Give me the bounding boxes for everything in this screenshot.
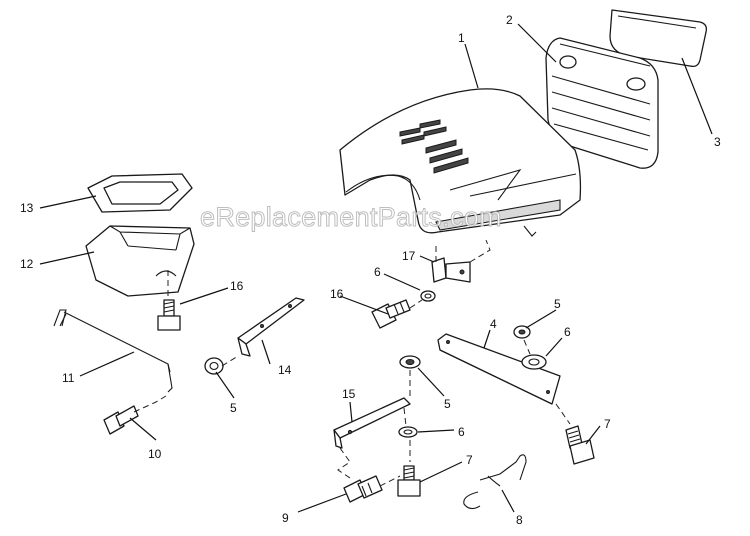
callout-5c: 5 <box>230 401 237 415</box>
part-7-bolt-right <box>565 425 595 465</box>
part-6-washer-right <box>521 354 547 370</box>
callout-4: 4 <box>490 317 497 331</box>
part-14-bracket <box>237 297 305 357</box>
callout-10: 10 <box>148 447 162 461</box>
hood-vent-slots <box>399 119 469 174</box>
part-6-washer-lower <box>398 426 418 438</box>
callout-6b: 6 <box>564 325 571 339</box>
callout-5a: 5 <box>554 297 561 311</box>
leader-lines <box>39 23 713 513</box>
watermark-text: eReplacementParts.com <box>200 202 502 232</box>
callout-1: 1 <box>458 31 465 45</box>
part-15-bracket <box>333 397 411 449</box>
part-1-hood <box>339 88 582 237</box>
callout-7b: 7 <box>466 453 473 467</box>
callout-16a: 16 <box>230 279 244 293</box>
callout-labels: 1 2 3 4 5 5 5 6 6 6 7 7 8 9 10 11 12 13 … <box>20 13 721 527</box>
part-3-lens <box>609 9 708 68</box>
part-16-bolt-left <box>157 299 181 331</box>
callout-16b: 16 <box>330 287 344 301</box>
part-7-bolt-center <box>397 465 421 497</box>
part-17-hinge-clip <box>431 257 471 283</box>
part-16-bolt-center <box>371 299 411 329</box>
part-5-nut-left <box>204 357 224 375</box>
part-4-mounting-plate <box>437 333 561 405</box>
callout-2: 2 <box>506 13 513 27</box>
callout-14: 14 <box>278 363 292 377</box>
callout-13: 13 <box>20 201 34 215</box>
part-11-support-rod <box>53 309 173 393</box>
callout-8: 8 <box>516 513 523 527</box>
callout-11: 11 <box>62 371 75 385</box>
part-5-lockwasher-right <box>513 325 531 339</box>
assembly-dash-lines <box>133 239 571 487</box>
part-5-nut-center <box>399 355 421 369</box>
part-13-seat-pad-frame <box>87 173 193 213</box>
callout-5b: 5 <box>444 397 451 411</box>
callout-6c: 6 <box>458 425 465 439</box>
part-6-washer-top <box>420 290 436 302</box>
callout-7a: 7 <box>604 417 611 431</box>
part-12-storage-tray <box>85 225 195 297</box>
callout-9: 9 <box>282 511 289 525</box>
callout-3: 3 <box>714 135 721 149</box>
part-10-bolt <box>103 405 139 435</box>
callout-17: 17 <box>402 249 416 263</box>
callout-15: 15 <box>342 387 356 401</box>
part-9-bolt <box>343 475 383 503</box>
callout-6a: 6 <box>374 265 381 279</box>
part-2-grille <box>545 37 659 169</box>
callout-12: 12 <box>20 257 34 271</box>
part-8-hairpin-clip <box>463 454 527 510</box>
